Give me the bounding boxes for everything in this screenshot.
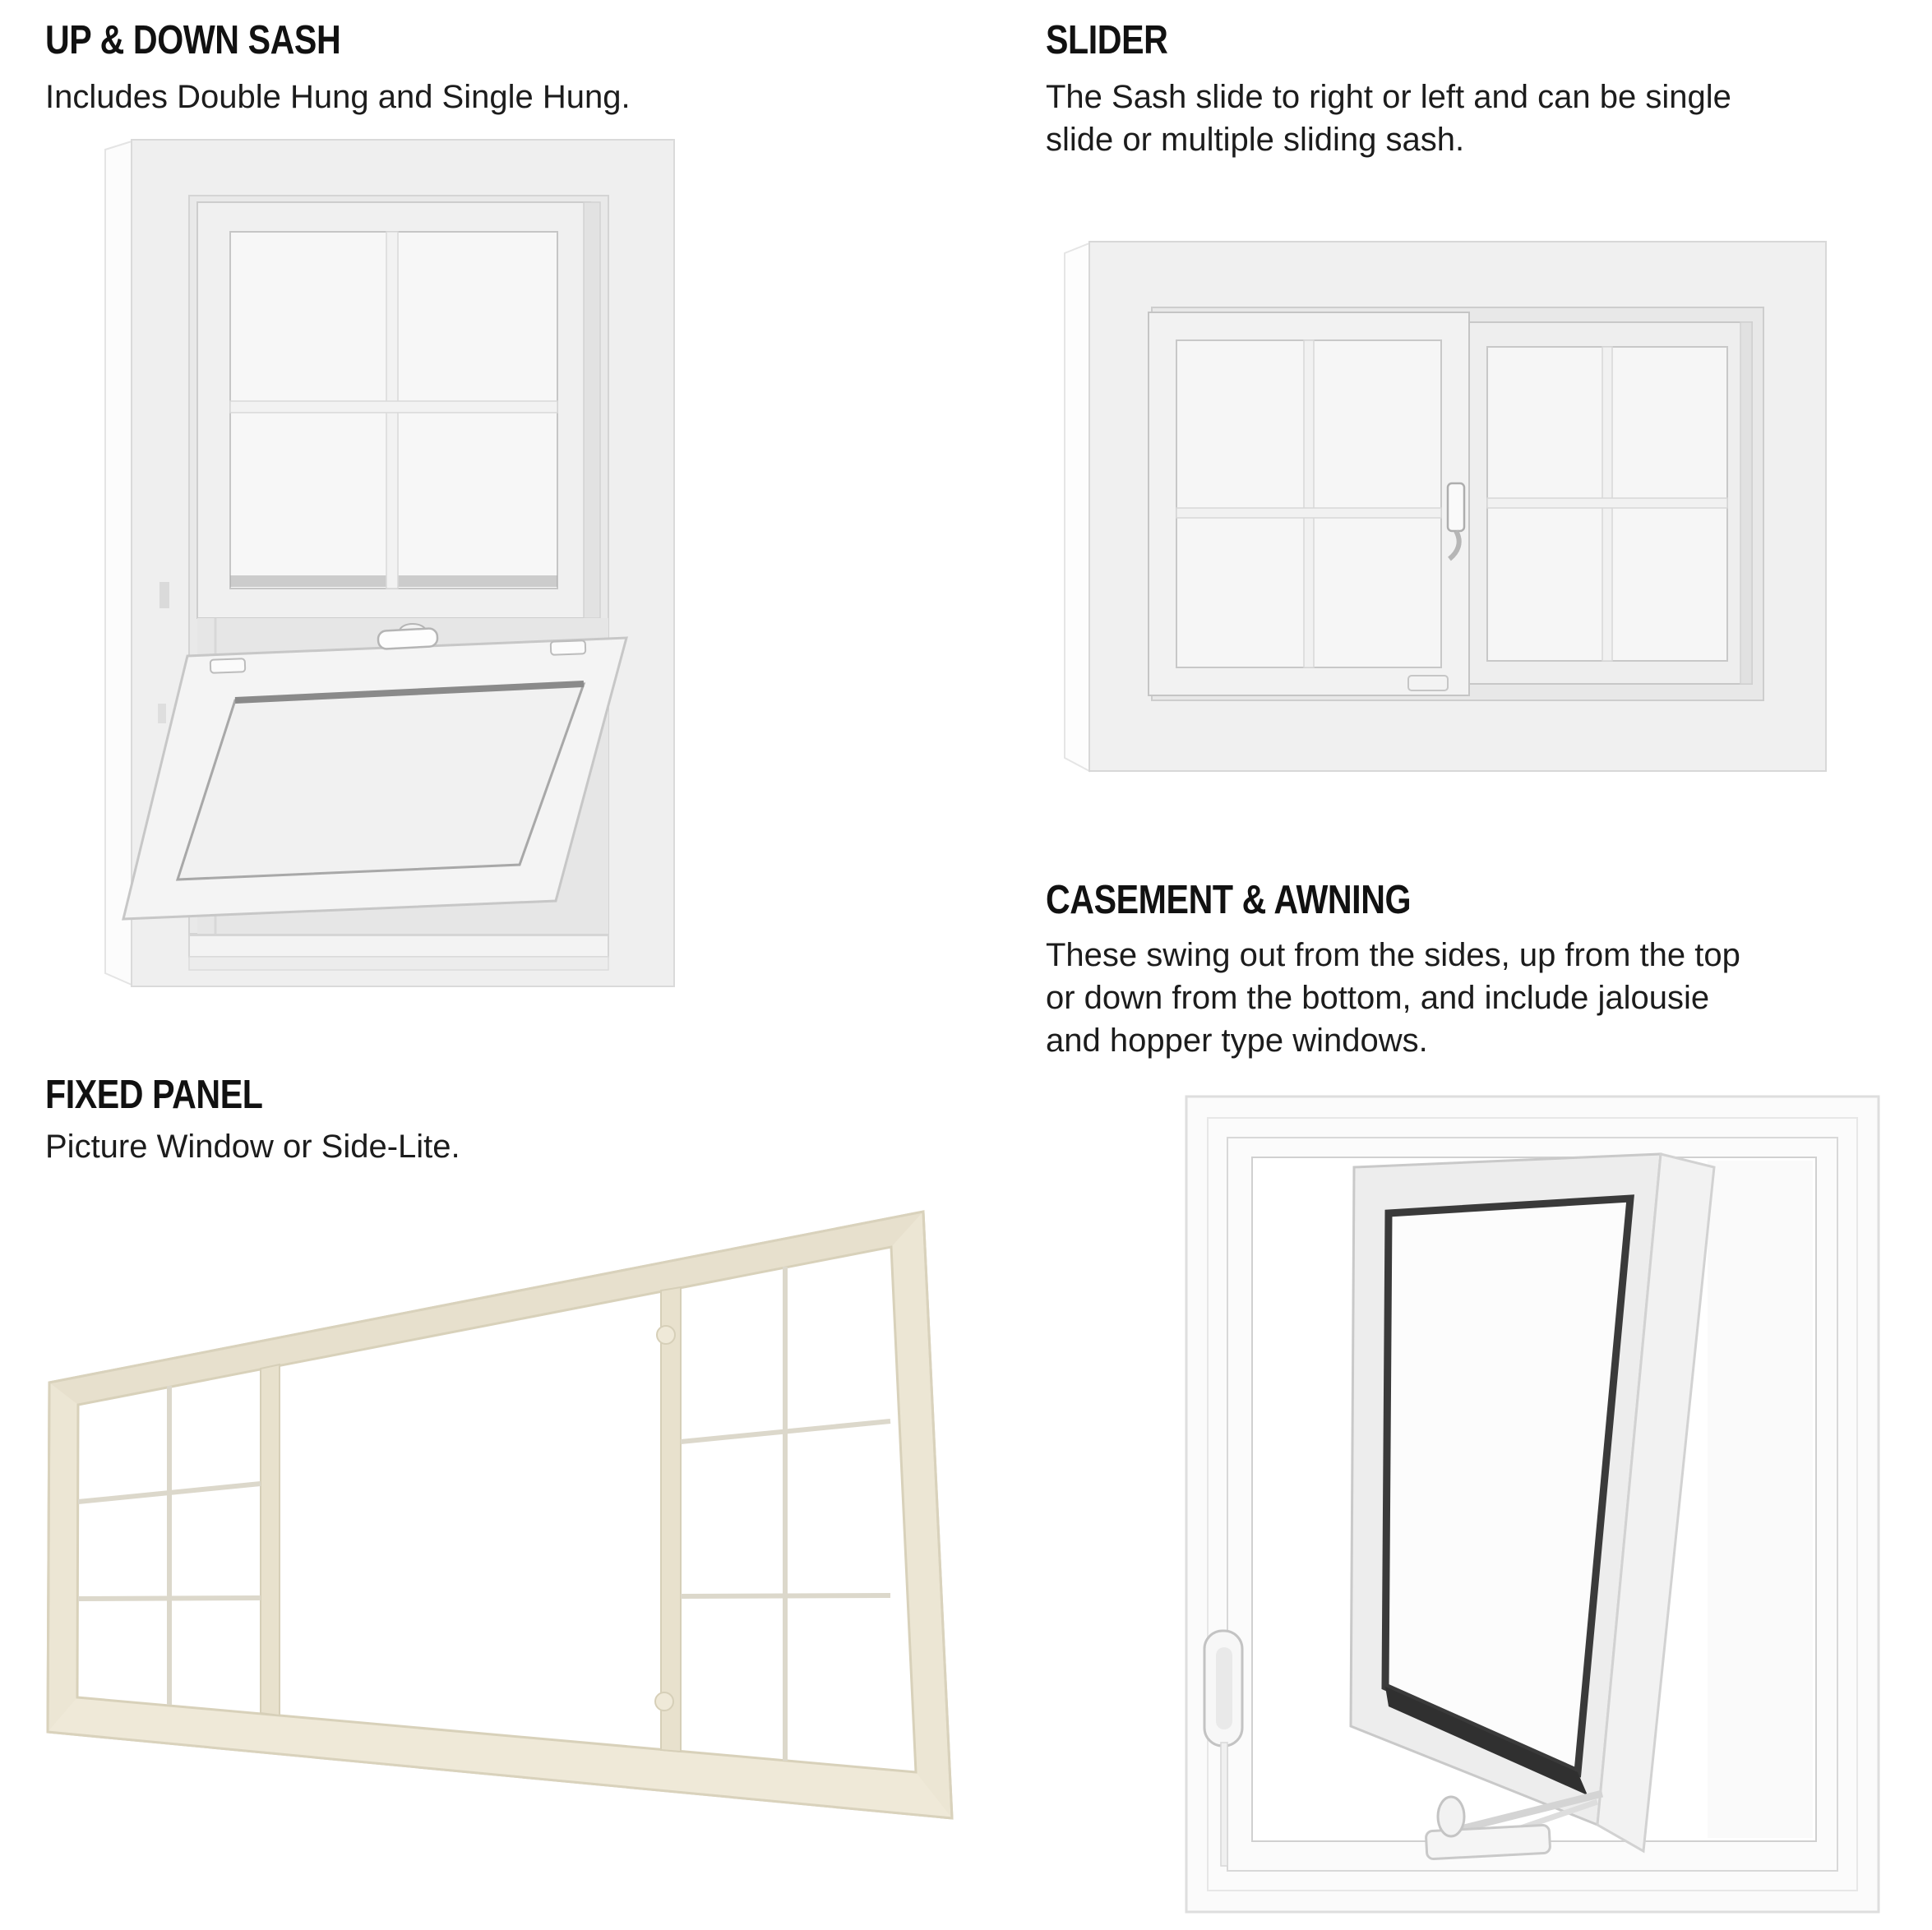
sill-face bbox=[48, 1697, 952, 1818]
frame-left-edge bbox=[104, 140, 132, 986]
head-face bbox=[49, 1212, 923, 1405]
upper-sash bbox=[196, 201, 601, 619]
pivot-slot bbox=[158, 704, 166, 723]
section-title-slider-text: SLIDER bbox=[1046, 18, 1168, 62]
jamb-track bbox=[1740, 321, 1753, 685]
double-hung-window-image bbox=[90, 125, 699, 1003]
fixed-panel-window-image bbox=[39, 1202, 981, 1872]
glass-bottom-edge bbox=[1385, 1687, 1588, 1795]
right-sash bbox=[1462, 321, 1753, 685]
section-title-slider: SLIDER bbox=[1046, 16, 1191, 64]
opening-interior bbox=[1708, 1161, 1813, 1838]
grille-horizontal bbox=[1486, 497, 1728, 509]
tilted-sash-glass bbox=[175, 682, 586, 881]
tilt-latch bbox=[549, 639, 587, 656]
slider-latch bbox=[1446, 482, 1466, 533]
section-title-casement-awning: CASEMENT & AWNING bbox=[1046, 876, 1481, 924]
glass-edge-shadow bbox=[234, 681, 585, 704]
open-casement-sash bbox=[1349, 1152, 1716, 1854]
frame-left-edge bbox=[1064, 242, 1090, 773]
grille-horizontal bbox=[229, 400, 558, 413]
section-title-fixed-panel: FIXED PANEL bbox=[45, 1071, 304, 1119]
sash-side-profile bbox=[1596, 1152, 1716, 1854]
tilted-bottom-sash bbox=[122, 623, 628, 921]
grille-vertical bbox=[1303, 339, 1315, 668]
sill-step bbox=[188, 956, 609, 971]
section-title-fixed-panel-text: FIXED PANEL bbox=[45, 1073, 263, 1117]
grille-horizontal bbox=[1176, 507, 1442, 519]
section-desc-slider: The Sash slide to right or left and can … bbox=[1046, 79, 1731, 158]
mullion bbox=[260, 1363, 280, 1717]
crank-handle-icon bbox=[1203, 1629, 1244, 1867]
latch-hook bbox=[1448, 529, 1462, 561]
section-desc-fixed-panel: Picture Window or Side-Lite. bbox=[45, 1129, 460, 1165]
casement-window-illustration bbox=[1185, 1095, 1880, 1914]
operator-knob bbox=[1436, 1795, 1466, 1838]
glazed-opening bbox=[76, 1245, 917, 1774]
section-title-up-down-sash: UP & DOWN SASH bbox=[45, 16, 397, 64]
frame-outline bbox=[46, 1210, 954, 1820]
frame-bevel bbox=[1207, 1117, 1858, 1891]
casement-window-image bbox=[1180, 1078, 1895, 1930]
tilt-latch bbox=[209, 658, 247, 674]
sash-lock-handle bbox=[377, 627, 439, 650]
double-hung-window-illustration bbox=[104, 139, 675, 987]
left-side-lite-grilles bbox=[77, 1386, 261, 1705]
mullion bbox=[660, 1286, 682, 1753]
sill bbox=[188, 935, 609, 958]
section-title-casement-awning-text: CASEMENT & AWNING bbox=[1046, 878, 1412, 922]
fixed-panel-window-illustration bbox=[46, 1210, 954, 1820]
right-side-lite-grilles bbox=[680, 1267, 891, 1761]
section-title-up-down-sash-text: UP & DOWN SASH bbox=[45, 18, 341, 62]
section-desc-casement-awning: These swing out from the sides, up from … bbox=[1046, 937, 1740, 1059]
section-desc-up-down-sash: Includes Double Hung and Single Hung. bbox=[45, 79, 631, 115]
frame-bevel bbox=[1227, 1137, 1838, 1872]
operator-arm bbox=[1425, 1789, 1604, 1860]
mullion-clip bbox=[656, 1325, 676, 1345]
slider-window-image bbox=[1055, 215, 1844, 799]
pivot-slot bbox=[159, 582, 169, 608]
mullion-clip bbox=[654, 1692, 674, 1711]
jamb-track bbox=[583, 201, 601, 619]
left-sliding-sash bbox=[1148, 312, 1470, 696]
slider-window-illustration bbox=[1064, 241, 1827, 773]
sash-pull-tab bbox=[1407, 675, 1449, 691]
